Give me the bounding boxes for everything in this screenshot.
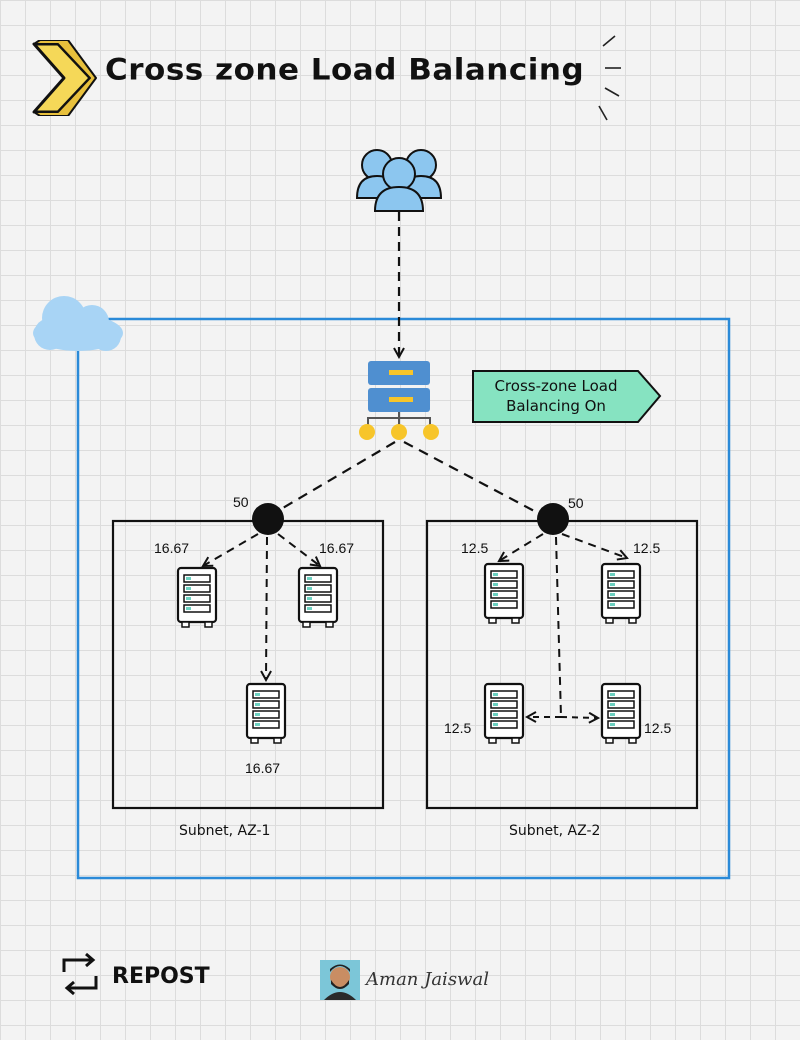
az2-target-value-2: 12.5 — [633, 540, 660, 556]
subnet-az1-box — [111, 519, 385, 810]
az2-target-value-4: 12.5 — [644, 720, 671, 736]
az1-target-value-3: 16.67 — [245, 760, 280, 776]
az2-node-value: 50 — [568, 495, 584, 511]
subnet-az2-label: Subnet, AZ-2 — [509, 823, 600, 839]
server-az1-1 — [176, 566, 218, 629]
server-az2-1 — [483, 562, 525, 625]
server-az1-2 — [297, 566, 339, 629]
cross-zone-badge — [472, 370, 662, 423]
users-group-icon — [355, 149, 443, 212]
load-balancer-icon — [359, 361, 439, 440]
repost-label[interactable]: REPOST — [112, 964, 210, 989]
subnet-az2-box — [425, 519, 699, 810]
az1-node-value: 50 — [233, 494, 249, 510]
badge-text: Cross-zone Load Balancing On — [494, 377, 618, 415]
repost-icon[interactable] — [58, 952, 102, 998]
server-az2-4 — [600, 682, 642, 745]
lb-to-az2-line — [403, 441, 539, 514]
az2-target-value-1: 12.5 — [461, 540, 488, 556]
server-az1-3 — [245, 682, 287, 745]
az1-node — [252, 503, 284, 535]
az2-node — [537, 503, 569, 535]
vpc-boundary — [76, 317, 731, 880]
server-az2-2 — [600, 562, 642, 625]
cloud-icon — [33, 296, 123, 351]
page-title: Cross zone Load Balancing — [105, 52, 585, 88]
az1-target-value-1: 16.67 — [154, 540, 189, 556]
server-az2-3 — [483, 682, 525, 745]
chevron-icon — [32, 40, 97, 116]
az2-target-value-3: 12.5 — [444, 720, 471, 736]
author-name: Aman Jaiswal — [366, 969, 489, 990]
lb-to-az1-line — [275, 441, 396, 513]
author-avatar — [320, 960, 360, 1000]
az1-target-value-2: 16.67 — [319, 540, 354, 556]
emphasis-marks-icon — [598, 35, 621, 121]
subnet-az1-label: Subnet, AZ-1 — [179, 823, 270, 839]
